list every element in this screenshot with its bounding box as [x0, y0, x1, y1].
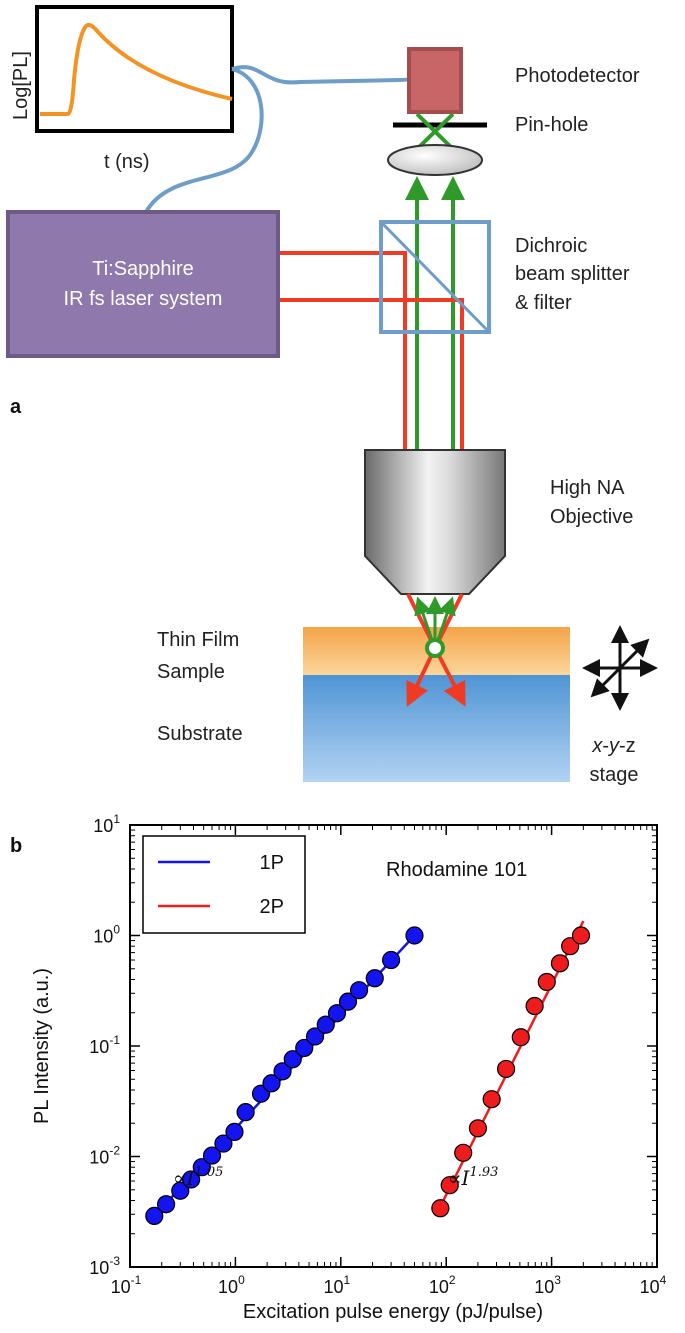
point-1p	[156, 1195, 176, 1214]
inset-ylabel: Log[PL]	[10, 51, 32, 120]
dichroic-beam-splitter	[379, 220, 491, 334]
legend-box	[142, 835, 306, 934]
pl-decay-inset: Log[PL] t (ns)	[10, 5, 234, 173]
data-points	[145, 926, 591, 1226]
point-2p	[537, 972, 556, 992]
dichroic-label-1: Dichroic	[515, 235, 587, 257]
point-2p	[454, 1143, 473, 1162]
point-1p	[236, 1103, 255, 1122]
point-1p	[182, 1170, 201, 1189]
laser-system	[6, 210, 280, 358]
pl-emission	[436, 596, 456, 641]
pl-emission	[414, 596, 434, 641]
point-1p	[262, 1074, 281, 1093]
point-1p	[145, 1206, 164, 1226]
point-1p	[405, 926, 424, 945]
point-1p	[225, 1122, 244, 1141]
point-2p	[440, 1176, 459, 1195]
point-1p	[365, 969, 384, 988]
point-1p	[202, 1146, 222, 1165]
pl-power-chart: 10-1 100 101 102 103 104 101 100 10-1 10-2 10-3 1P…	[31, 812, 667, 1323]
dichroic-label-3: & filter	[515, 292, 572, 314]
point-2p	[496, 1059, 516, 1079]
focusing-lens	[387, 144, 483, 176]
film-label-2: Sample	[157, 661, 225, 683]
x-tick-label: 102	[429, 1273, 456, 1297]
pinhole-label: Pin-hole	[515, 114, 588, 136]
point-2p	[550, 954, 570, 973]
legend: 1P 2P	[142, 835, 306, 934]
y-tick-label: 10-3	[89, 1254, 120, 1278]
point-1p	[316, 1015, 335, 1034]
panel-a: Log[PL] t (ns) Photodetector Pin-hole Di…	[6, 5, 658, 786]
point-1p	[295, 1038, 314, 1058]
objective-label-2: Objective	[550, 506, 633, 528]
slope-label-2p: ∝I1.93	[448, 1165, 498, 1190]
point-2p	[561, 937, 580, 956]
point-1p	[214, 1134, 233, 1153]
point-1p	[349, 981, 369, 1000]
slope-label-1p: ∝I1.05	[173, 1165, 223, 1190]
pl-trace	[40, 22, 233, 116]
x-tick-label: 100	[218, 1273, 245, 1297]
point-1p	[283, 1050, 302, 1069]
photodetector-label: Photodetector	[515, 65, 640, 87]
x-tick-label: 103	[534, 1273, 561, 1297]
stage-label-1: x-y-z	[591, 735, 635, 757]
y-tick-label: 10-2	[89, 1144, 120, 1168]
point-2p	[431, 1199, 450, 1218]
point-1p	[327, 1004, 347, 1023]
laser-label-2: IR fs laser system	[64, 288, 223, 310]
point-1p	[381, 950, 401, 970]
legend-label-2p: 2P	[260, 896, 284, 918]
excitation-beam	[278, 251, 407, 450]
objective-label-1: High NA	[550, 477, 625, 499]
y-tick-label: 100	[93, 923, 120, 947]
x-tick-label: 104	[640, 1273, 667, 1297]
inset-xlabel: t (ns)	[104, 151, 150, 173]
panel-a-label: a	[10, 396, 22, 418]
pl-beam-cross	[415, 112, 455, 151]
panel-b-label: b	[10, 835, 22, 857]
point-1p	[192, 1158, 211, 1177]
fiber-laser	[144, 67, 264, 214]
xyz-stage-arrows	[582, 625, 658, 711]
axis-ticks: 10-1 100 101 102 103 104 101 100 10-1 10-2 10-3	[89, 812, 666, 1297]
excitation-beam	[278, 298, 464, 450]
x-axis-label: Excitation pulse energy (pJ/pulse)	[243, 1301, 543, 1323]
chart-annotation: Rhodamine 101	[386, 859, 527, 881]
dichroic-label-2: beam splitter	[515, 263, 630, 285]
x-tick-label: 10-1	[111, 1273, 142, 1297]
laser-label-1: Ti:Sapphire	[92, 258, 194, 280]
film-label-1: Thin Film	[157, 629, 239, 651]
y-tick-label: 10-1	[89, 1033, 120, 1057]
photodetector	[407, 47, 463, 114]
fiber-detector	[231, 65, 414, 85]
y-axis-label: PL Intensity (a.u.)	[31, 968, 53, 1124]
panel-b: b 10-1 100 101 102 103 104 101 100 10-1 10-2 10-3 …	[10, 812, 667, 1323]
point-2p	[571, 926, 591, 945]
substrate	[303, 675, 570, 782]
legend-label-1p: 1P	[260, 852, 284, 874]
point-1p	[273, 1062, 292, 1081]
substrate-label: Substrate	[157, 723, 243, 745]
point-1p	[305, 1027, 325, 1046]
point-2p	[525, 996, 544, 1016]
point-1p	[171, 1181, 190, 1200]
point-2p	[511, 1028, 530, 1047]
focal-spot	[425, 638, 445, 658]
point-2p	[482, 1090, 501, 1109]
dichroic-mirror	[379, 220, 491, 334]
y-tick-label: 101	[93, 812, 120, 836]
x-tick-label: 101	[323, 1273, 350, 1297]
stage-label-2: stage	[590, 764, 639, 786]
point-1p	[338, 992, 358, 1011]
point-2p	[468, 1119, 488, 1138]
objective	[364, 449, 506, 595]
